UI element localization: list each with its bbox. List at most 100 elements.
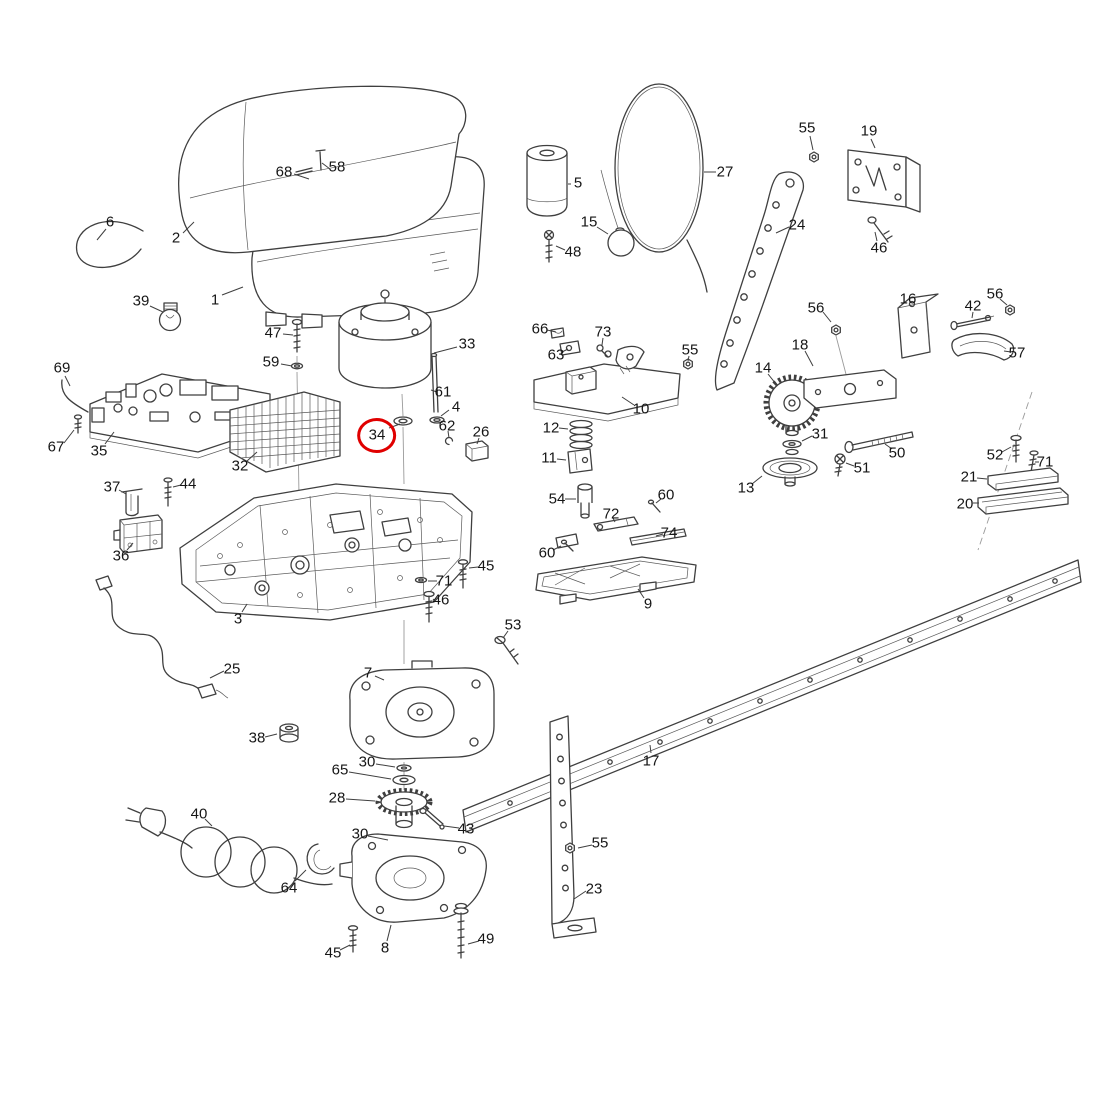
- part-23-hanger-bracket: [549, 715, 597, 939]
- part-label-48: 48: [564, 243, 582, 261]
- part-56-nut-left: [831, 324, 841, 336]
- part-64-clip: [306, 843, 335, 875]
- part-27-wire-loop: [614, 83, 708, 293]
- part-label-71: 71: [1036, 453, 1054, 471]
- part-label-55: 55: [798, 119, 816, 137]
- part-56-nut-right: [1005, 304, 1015, 316]
- part-21-channel: [987, 467, 1059, 491]
- part-label-58: 58: [328, 158, 346, 176]
- part-60-pin-a: [647, 499, 661, 513]
- part-label-40: 40: [190, 805, 208, 823]
- part-34-washer: [393, 416, 413, 426]
- part-label-46: 46: [870, 239, 888, 257]
- part-50-bolt: [844, 431, 914, 454]
- part-35-circuit-board: [89, 373, 271, 459]
- part-39-light-bulb: [158, 302, 182, 332]
- part-11-bracket: [567, 448, 593, 474]
- part-label-30: 30: [351, 825, 369, 843]
- part-label-63: 63: [547, 346, 565, 364]
- part-label-32: 32: [231, 457, 249, 475]
- part-52-screw: [1010, 434, 1022, 463]
- part-label-43: 43: [457, 820, 475, 838]
- part-label-16: 16: [899, 290, 917, 308]
- part-label-71: 71: [435, 572, 453, 590]
- part-71-washer-left: [414, 576, 428, 584]
- part-31-washers: [782, 439, 802, 456]
- part-label-51: 51: [853, 459, 871, 477]
- part-59-washer: [290, 362, 304, 370]
- part-label-44: 44: [179, 475, 197, 493]
- part-32-heatsink: [229, 391, 341, 473]
- part-label-56: 56: [807, 299, 825, 317]
- part-label-33: 33: [458, 335, 476, 353]
- part-label-28: 28: [328, 789, 346, 807]
- part-label-10: 10: [632, 400, 650, 418]
- part-label-66: 66: [531, 320, 549, 338]
- part-label-30: 30: [358, 753, 376, 771]
- part-label-7: 7: [363, 664, 373, 682]
- part-51-screw: [834, 453, 846, 477]
- part-label-52: 52: [986, 446, 1004, 464]
- part-label-55: 55: [681, 341, 699, 359]
- part-label-25: 25: [223, 660, 241, 678]
- part-label-46: 46: [432, 591, 450, 609]
- part-label-36: 36: [112, 547, 130, 565]
- part-label-1: 1: [210, 291, 220, 309]
- part-label-3: 3: [233, 610, 243, 628]
- part-45-screw-bottom: [347, 925, 359, 953]
- part-7-gear-housing: [349, 660, 495, 760]
- part-10-switch-assembly: [533, 345, 681, 422]
- part-label-69: 69: [53, 359, 71, 377]
- part-label-5: 5: [573, 174, 583, 192]
- part-label-39: 39: [132, 292, 150, 310]
- part-label-24: 24: [788, 216, 806, 234]
- part-label-73: 73: [594, 323, 612, 341]
- part-13-pulley: [762, 457, 818, 487]
- part-28-sprocket: [375, 788, 433, 829]
- part-label-56: 56: [986, 285, 1004, 303]
- part-71-screw-right: [1028, 450, 1039, 473]
- part-label-62: 62: [438, 417, 456, 435]
- part-label-53: 53: [504, 616, 522, 634]
- part-55-nut-mid: [683, 358, 693, 370]
- part-label-74: 74: [660, 524, 678, 542]
- part-69-wire: [61, 379, 89, 413]
- part-17-rail: [462, 559, 1082, 833]
- part-16-bracket: [897, 293, 939, 359]
- part-label-27: 27: [716, 163, 734, 181]
- part-label-54: 54: [548, 490, 566, 508]
- part-label-17: 17: [642, 752, 660, 770]
- part-5-cylinder: [526, 144, 568, 217]
- part-37-clip: [121, 488, 143, 517]
- part-label-50: 50: [888, 444, 906, 462]
- alignment-guides: [296, 335, 1033, 790]
- part-label-15: 15: [580, 213, 598, 231]
- part-label-67: 67: [47, 438, 65, 456]
- part-57-strap: [951, 332, 1015, 361]
- part-label-72: 72: [602, 505, 620, 523]
- part-18-plate: [803, 369, 897, 409]
- part-24-curved-arm: [714, 171, 805, 391]
- part-label-68: 68: [275, 163, 293, 181]
- part-label-2: 2: [171, 229, 181, 247]
- part-label-60: 60: [657, 486, 675, 504]
- part-label-47: 47: [264, 324, 282, 342]
- part-46-screw-top: [867, 216, 893, 243]
- part-label-55: 55: [591, 834, 609, 852]
- part-2-cover: [178, 85, 467, 254]
- part-label-45: 45: [477, 557, 495, 575]
- part-8-bottom-bracket: [339, 833, 487, 923]
- part-label-34: 34: [368, 426, 386, 444]
- part-12-spring: [569, 419, 593, 450]
- part-label-14: 14: [754, 359, 772, 377]
- part-label-18: 18: [791, 336, 809, 354]
- part-44-screw: [163, 477, 173, 507]
- part-6-ring: [75, 221, 144, 269]
- part-3-base-plate: [179, 483, 473, 621]
- part-30-washer-top: [396, 764, 412, 772]
- part-label-61: 61: [434, 383, 452, 401]
- part-40-power-cord: [125, 807, 333, 894]
- part-74-strip: [629, 528, 687, 546]
- part-label-23: 23: [585, 880, 603, 898]
